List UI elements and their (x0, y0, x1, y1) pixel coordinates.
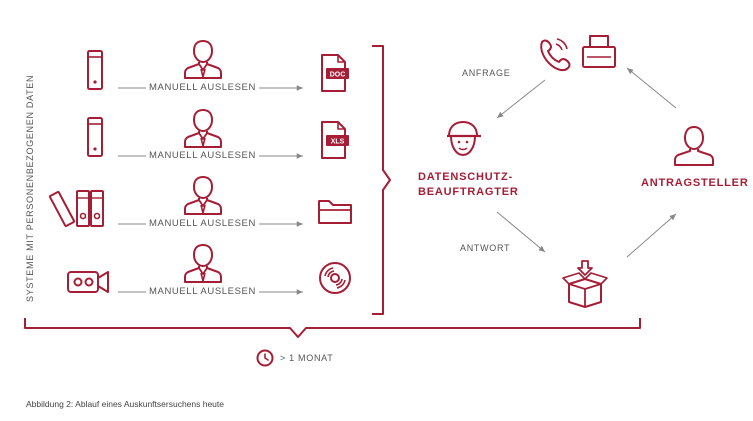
requester-person-icon (674, 125, 714, 166)
package-box-icon (562, 260, 608, 308)
side-label: SYSTEME MIT PERSONENBEZOGENEN DATEN (25, 74, 35, 302)
disc-icon (319, 262, 351, 294)
server-tower-icon (87, 117, 103, 157)
server-tower-icon (87, 50, 103, 90)
operator-person-icon (184, 40, 222, 79)
request-label: ANFRAGE (462, 68, 511, 78)
row-3-action-label: MANUELL AUSLESEN (146, 218, 259, 229)
binders-icon (48, 190, 104, 227)
timeline-label: > 1 MONAT (280, 353, 334, 363)
response-label: ANTWORT (460, 243, 511, 253)
row-4-action-label: MANUELL AUSLESEN (146, 286, 259, 297)
row-1-action-label: MANUELL AUSLESEN (146, 82, 259, 93)
xls-badge: XLS (331, 139, 345, 146)
operator-person-icon (184, 176, 222, 215)
folder-icon (318, 200, 352, 224)
arrow-officer-to-box (496, 211, 546, 253)
officer-label-line1: DATENSCHUTZ- (418, 171, 513, 183)
operator-person-icon (184, 109, 222, 148)
doc-file-icon: DOC (321, 54, 350, 92)
group-brace (372, 45, 391, 315)
requester-label: ANTRAGSTELLER (641, 177, 749, 189)
row-2-action-label: MANUELL AUSLESEN (146, 150, 259, 161)
officer-label-line2: BEAUFTRAGTER (418, 186, 519, 198)
xls-file-icon: XLS (321, 121, 350, 159)
data-protection-officer-icon (447, 121, 481, 157)
figure-caption: Abbildung 2: Ablauf eines Auskunftsersuc… (26, 399, 225, 409)
clock-icon (256, 349, 274, 367)
doc-badge: DOC (330, 72, 346, 79)
phone-icon (540, 38, 571, 72)
timeline-brace (24, 318, 641, 338)
fax-printer-icon (582, 35, 616, 68)
video-camera-icon (67, 271, 109, 293)
arrow-box-to-requester (626, 213, 677, 258)
operator-person-icon (184, 244, 222, 283)
arrow-requester-to-channel (626, 67, 677, 109)
officer-label: DATENSCHUTZ- BEAUFTRAGTER (418, 170, 519, 200)
arrow-request-to-officer (496, 79, 546, 119)
